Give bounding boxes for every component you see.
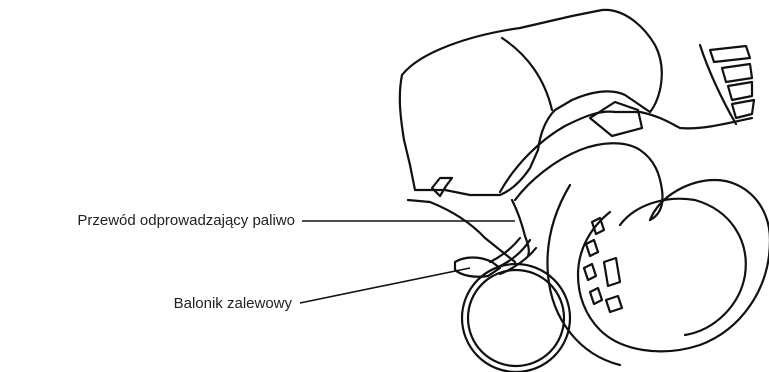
label-fuel-return-line: Przewód odprowadzający paliwo <box>77 213 295 228</box>
fuel-tube-2 <box>490 238 520 262</box>
cover-seam-line <box>502 38 552 110</box>
fuel-return-line <box>512 200 529 256</box>
fuel-tank-inner <box>620 199 746 335</box>
cover-lower-edge <box>408 200 515 262</box>
vent-grille <box>700 45 754 124</box>
carburetor-top-cap <box>590 102 642 136</box>
fuel-tank <box>578 180 769 351</box>
bracket-tab <box>432 178 452 196</box>
primer-bulb-inner <box>468 270 564 366</box>
leader-primer-bulb <box>300 268 470 303</box>
engine-cover-outline <box>400 10 662 195</box>
primer-bulb <box>462 264 570 372</box>
sight-slots <box>584 218 622 312</box>
label-primer-bulb: Balonik zalewowy <box>174 296 292 311</box>
